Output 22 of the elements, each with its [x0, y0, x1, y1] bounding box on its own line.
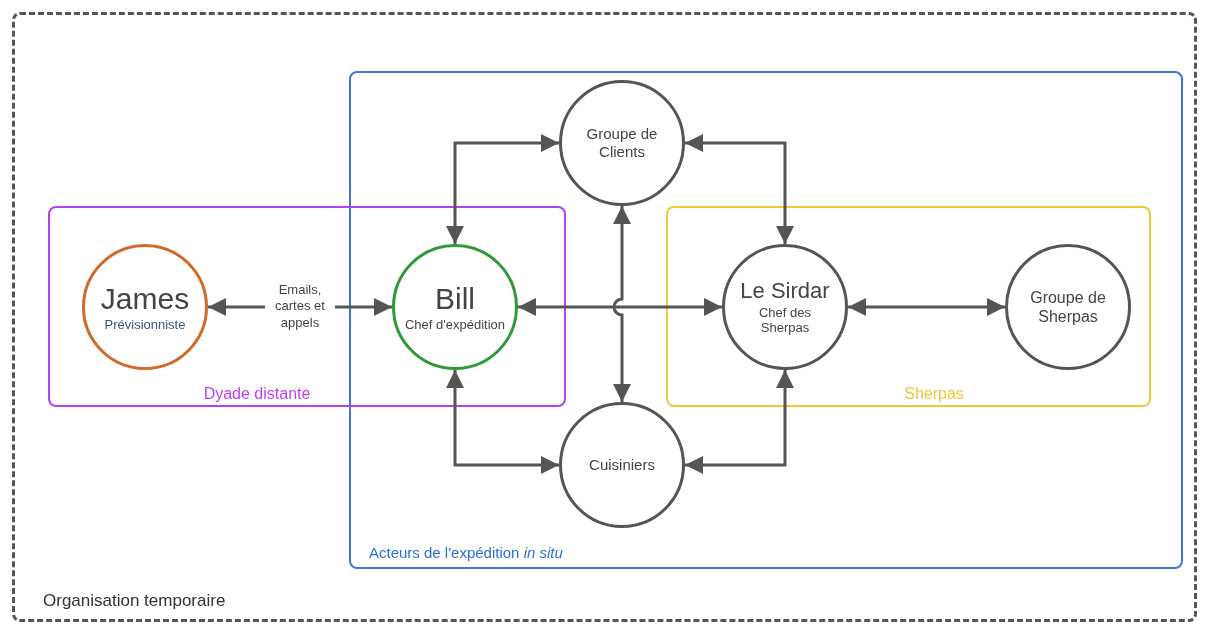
node-subtitle: Prévisionniste	[104, 317, 186, 333]
arrow	[685, 134, 794, 244]
node-title: Groupe de Clients	[585, 125, 659, 161]
edge-label: Emails, cartes et appels	[265, 282, 335, 331]
node-subtitle: Chef des Sherpas	[757, 304, 812, 336]
arrow	[446, 370, 559, 474]
arrow	[848, 298, 1005, 316]
group-frame	[666, 206, 1151, 407]
group-label: Sherpas	[904, 385, 964, 403]
group-label: Acteurs de l'expédition in situ	[369, 544, 563, 561]
group-label: Organisation temporaire	[43, 591, 226, 611]
node-title: Le Sirdar	[740, 278, 830, 305]
node-title: Bill	[435, 281, 475, 318]
group-label: Dyade distante	[203, 385, 311, 403]
arrow	[446, 134, 559, 244]
arrow	[685, 370, 794, 474]
node-subtitle: Chef d'expédition	[404, 317, 506, 333]
arrow	[518, 298, 722, 316]
node-title: Cuisiniers	[589, 456, 655, 474]
arrow	[612, 206, 631, 402]
node-title: Groupe de Sherpas	[1029, 287, 1107, 327]
node-title: James	[100, 281, 190, 318]
